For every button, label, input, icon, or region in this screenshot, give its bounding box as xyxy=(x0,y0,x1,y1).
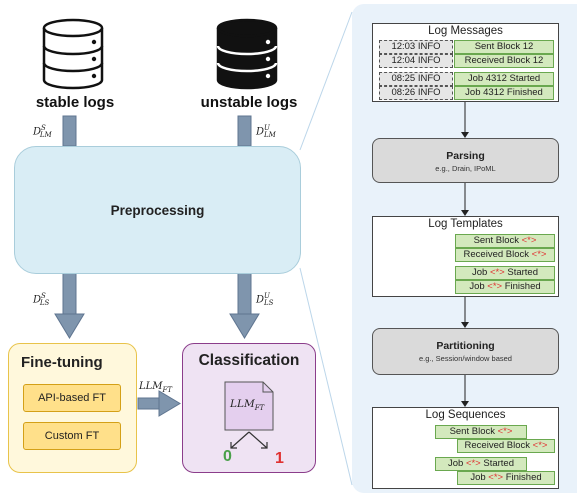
fine-tuning-title: Fine-tuning xyxy=(21,354,103,371)
parsing-step: Parsing e.g., Drain, IPoML xyxy=(372,138,559,183)
partitioning-subtitle: e.g., Session/window based xyxy=(419,354,512,363)
log-messages-ellipsis: ... xyxy=(461,65,470,75)
log-templates-card: Log Templates Sent Block <*> Received Bl… xyxy=(372,216,559,297)
unstable-database-icon xyxy=(216,18,278,90)
log-message-timestamp: 08:26 INFO xyxy=(379,86,453,100)
log-template: Job <*> Finished xyxy=(455,280,555,294)
classification-box: Classification LLMFT 0 1 xyxy=(182,343,316,473)
log-template: Sent Block <*> xyxy=(455,234,555,248)
output-one: 1 xyxy=(275,450,284,467)
fine-tuning-box: Fine-tuning API-based FT Custom FT xyxy=(8,343,137,473)
custom-ft-box: Custom FT xyxy=(23,422,121,450)
log-message-timestamp: 08:25 INFO xyxy=(379,72,453,86)
parsing-title: Parsing xyxy=(446,150,485,162)
partitioning-title: Partitioning xyxy=(436,340,495,352)
unstable-logs-label: unstable logs xyxy=(200,94,298,111)
log-sequence-entry: Received Block <*> xyxy=(457,439,555,453)
output-zero: 0 xyxy=(223,448,232,465)
log-templates-title: Log Templates xyxy=(428,218,503,230)
log-message-timestamp: 12:04 INFO xyxy=(379,54,453,68)
log-sequences-ellipsis: ... xyxy=(490,450,498,460)
classification-branch-arrows xyxy=(230,431,268,449)
stable-database-icon xyxy=(42,18,104,90)
d-lm-stable-label: DSLM xyxy=(33,124,52,140)
llm-ft-label: LLMFT xyxy=(139,381,173,394)
log-sequence-entry: Job <*> Finished xyxy=(457,471,555,485)
log-message-timestamp: 12:03 INFO xyxy=(379,40,453,54)
preprocessing-box: Preprocessing xyxy=(14,146,301,274)
d-lm-unstable-label: DULM xyxy=(256,124,276,140)
log-messages-card: Log Messages 12:03 INFO Sent Block 12 12… xyxy=(372,23,559,102)
model-llm-ft-label: LLMFT xyxy=(230,398,265,413)
log-message-text: Job 4312 Started xyxy=(454,72,554,86)
stable-logs-label: stable logs xyxy=(35,94,115,111)
log-template: Job <*> Started xyxy=(455,266,555,280)
log-message-text: Sent Block 12 xyxy=(454,40,554,54)
d-ls-unstable-label: DULS xyxy=(256,292,274,308)
log-template: Received Block <*> xyxy=(455,248,555,262)
preprocessing-label: Preprocessing xyxy=(110,203,205,218)
log-sequences-title: Log Sequences xyxy=(425,409,506,421)
log-templates-ellipsis: ... xyxy=(500,259,508,269)
parsing-subtitle: e.g., Drain, IPoML xyxy=(435,164,496,173)
model-document-icon xyxy=(224,381,274,431)
log-sequence-entry: Sent Block <*> xyxy=(435,425,527,439)
api-based-ft-box: API-based FT xyxy=(23,384,121,412)
log-message-text: Job 4312 Finished xyxy=(454,86,554,100)
log-messages-title: Log Messages xyxy=(428,25,503,37)
classification-title: Classification xyxy=(198,352,300,369)
log-message-text: Received Block 12 xyxy=(454,54,554,68)
partitioning-step: Partitioning e.g., Session/window based xyxy=(372,328,559,375)
log-sequences-card: Log Sequences Sent Block <*> Received Bl… xyxy=(372,407,559,489)
log-sequence-entry: Job <*> Started xyxy=(435,457,527,471)
d-ls-stable-label: DSLS xyxy=(33,292,50,308)
